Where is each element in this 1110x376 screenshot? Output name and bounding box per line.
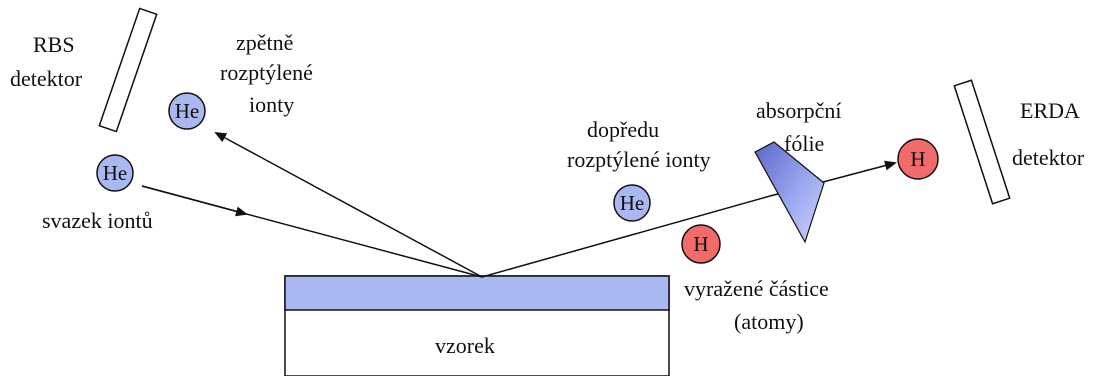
hydrogen-atom-label: H [910, 147, 925, 171]
hydrogen-atom-circle [681, 224, 721, 264]
helium-atom-forward: He [613, 184, 651, 222]
incident-beam-arrow [141, 185, 248, 217]
rbs-detector-label: detektor [10, 66, 83, 91]
erda-detector-box [953, 79, 1011, 205]
foil-shape [754, 141, 825, 244]
absorption-foil: absorpční fólie [754, 98, 842, 244]
forward-recoil-line [481, 195, 771, 278]
backscatter-line [214, 132, 483, 278]
hydrogen-atom-circle [897, 138, 939, 180]
sample-surface-layer [284, 275, 670, 311]
rbs-label: RBS [33, 32, 75, 57]
helium-atom-circle [613, 184, 651, 222]
foil-label-line2: fólie [784, 131, 824, 156]
forward-ions: dopředu rozptýlené ionty [567, 117, 711, 172]
forward-label-line2: rozptýlené ionty [567, 147, 711, 172]
helium-atom-circle [168, 92, 206, 130]
hydrogen-atom-recoil: H [681, 224, 721, 264]
hydrogen-atom-detected: H [897, 138, 939, 180]
erda-detector-label: detektor [1012, 145, 1085, 170]
recoil-label-line1: vyražené částice [684, 276, 829, 301]
rbs-detector-box [98, 7, 158, 133]
rbs-detector: RBS detektor [10, 7, 158, 133]
trajectories [141, 132, 897, 278]
backscattered-label-line3: ionty [249, 92, 294, 117]
hydrogen-atom-label: H [693, 232, 708, 256]
recoil-label-line2: (atomy) [734, 309, 804, 334]
foil-label-line1: absorpční [756, 98, 842, 123]
backscattered-label-line1: zpětně [236, 30, 293, 55]
recoil-particles: vyražené částice (atomy) [684, 276, 829, 334]
erda-detector: ERDA detektor [953, 79, 1085, 205]
backscattered-ions: zpětně rozptýlené ionty [220, 30, 313, 117]
helium-atom-label: He [620, 191, 645, 215]
forward-label-line1: dopředu [587, 117, 659, 142]
helium-atom-label: He [175, 99, 200, 123]
helium-atom-backscattered: He [168, 92, 206, 130]
beam-label: svazek iontů [42, 208, 153, 233]
sample-label: vzorek [435, 333, 495, 358]
erda-label: ERDA [1020, 98, 1080, 123]
helium-atom-circle [96, 154, 134, 192]
helium-atom-incident: He [96, 154, 134, 192]
backscattered-label-line2: rozptýlené [220, 60, 313, 85]
helium-atom-label: He [103, 161, 128, 185]
sample: vzorek [284, 275, 670, 376]
